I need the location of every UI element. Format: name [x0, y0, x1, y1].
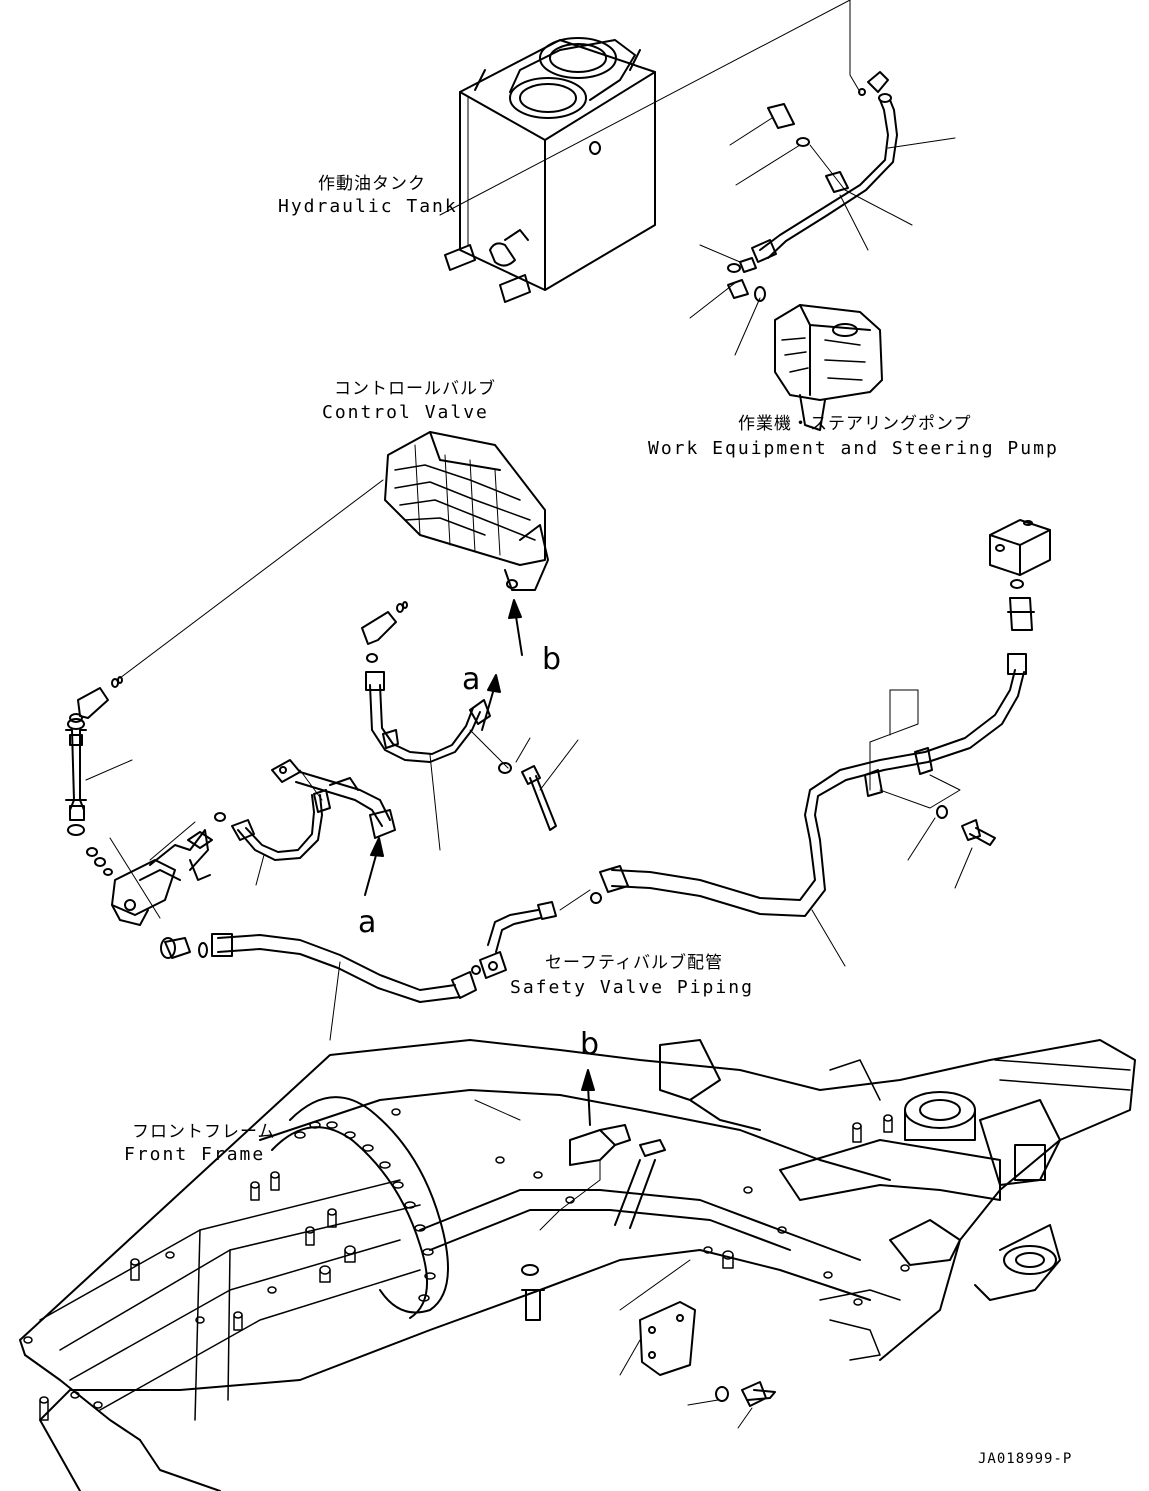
long-s-hose [599, 653, 1027, 917]
hydraulic-tank-label-jp: 作動油タンク [318, 174, 426, 194]
hose-a-center [365, 671, 491, 763]
control-valve-label-jp: コントロールバルブ [334, 379, 496, 399]
arched-hose [231, 789, 331, 886]
safety-valve-pipe [471, 889, 602, 979]
mount-plate [619, 1259, 776, 1429]
front-frame-label-en: Front Frame [124, 1144, 266, 1165]
elbow-fitting-left [77, 676, 123, 719]
arrow-a-upper [481, 674, 501, 731]
safety-valve-label-jp: セーフティバルブ配管 [545, 953, 723, 973]
clamp-bolt-upper [469, 729, 579, 831]
leader-line [439, 0, 851, 216]
arrow-b-upper [508, 599, 523, 656]
suction-hose-assembly [727, 71, 898, 302]
safety-valve-label-en: Safety Valve Piping [510, 977, 754, 998]
clamp-bolt-right [907, 805, 996, 889]
frame-bosses [23, 1108, 910, 1421]
bracket-tube [271, 759, 396, 839]
pump-label-jp: 作業機・ステアリングポンプ [738, 414, 972, 434]
ring-gear [271, 1096, 449, 1319]
leader-line [429, 754, 441, 851]
pressure-hose [211, 933, 477, 1041]
right-valve-block [989, 519, 1051, 631]
ref-a-upper: a [462, 662, 481, 697]
ref-b-upper: b [542, 642, 562, 677]
control-valve [384, 431, 549, 591]
bracket-b [521, 1124, 666, 1321]
ref-a-lower: a [358, 905, 377, 940]
ref-b-lower: b [580, 1027, 600, 1062]
safety-valve-block [86, 812, 226, 959]
leader-line [119, 479, 384, 679]
arrow-b-lower [581, 1069, 595, 1126]
arrow-a-lower [364, 837, 384, 896]
leader-lines-hose [689, 117, 956, 356]
control-valve-label-en: Control Valve [322, 402, 489, 423]
front-frame-label-jp: フロントフレーム [132, 1122, 276, 1142]
hose-tag [869, 689, 961, 809]
drawing-code: JA018999-P [978, 1451, 1073, 1467]
hose-left [65, 713, 87, 836]
elbow-fitting-center [361, 601, 408, 663]
pump-label-en: Work Equipment and Steering Pump [648, 438, 1059, 459]
hydraulic-tank [444, 37, 656, 303]
steering-pump [774, 304, 883, 431]
hydraulic-tank-label-en: Hydraulic Tank [278, 196, 458, 217]
front-frame [19, 1039, 1136, 1491]
